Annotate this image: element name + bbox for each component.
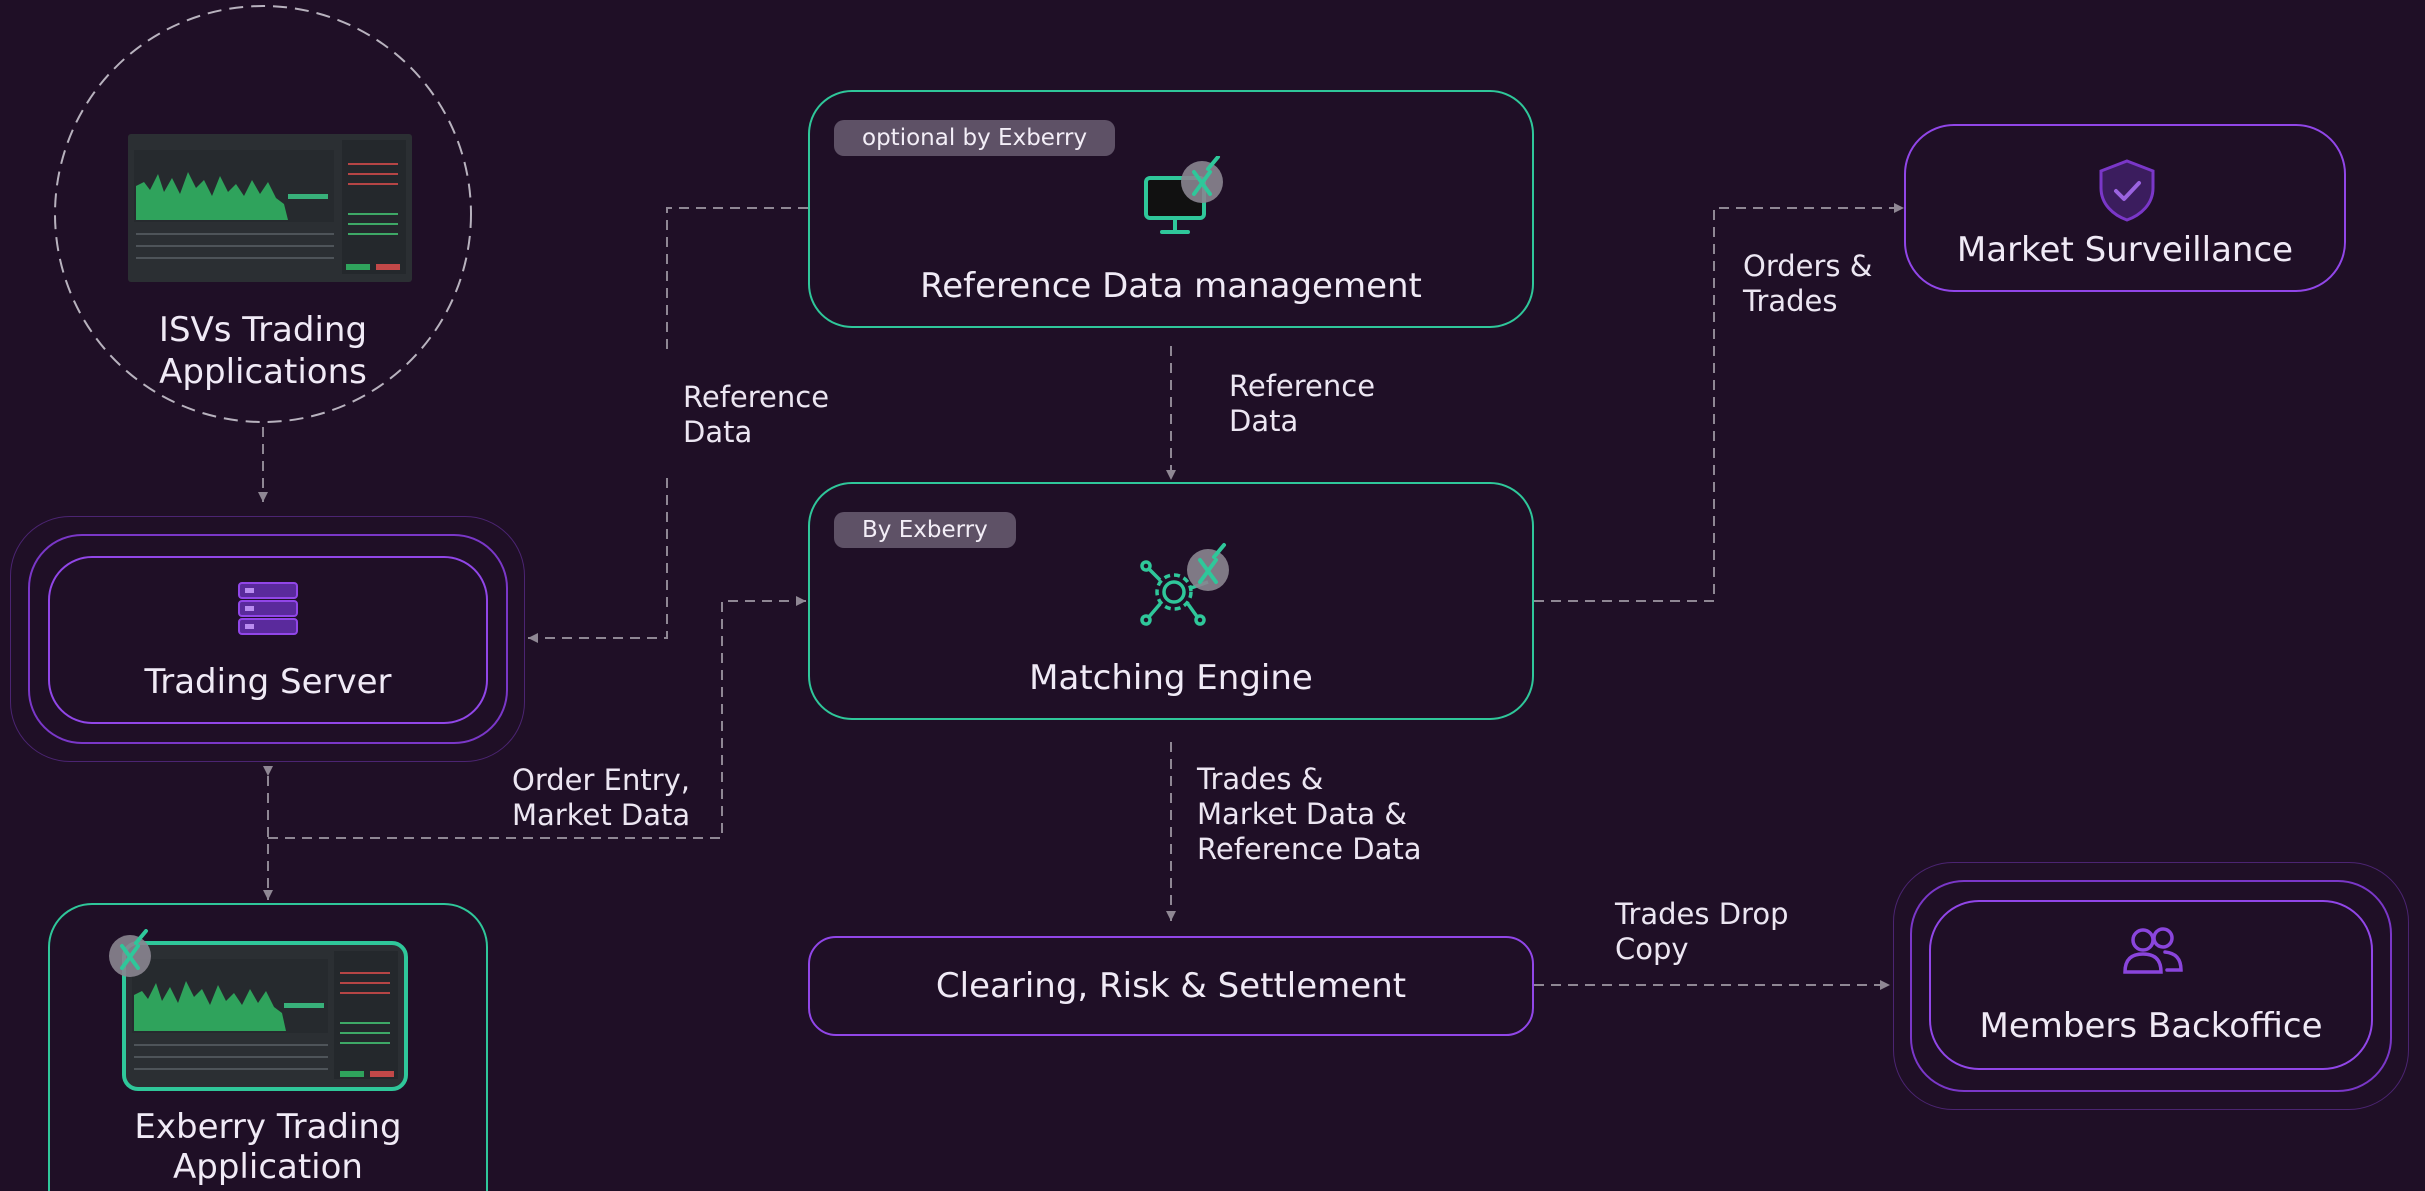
edge-label-clearing-3: Reference Data <box>1197 832 1422 866</box>
users-icon <box>2119 924 2185 978</box>
trading-server-middle-ring <box>28 534 508 744</box>
backoffice-box: Members Backoffice <box>1929 900 2373 1070</box>
edge-label-clearing-1: Trades & <box>1197 762 1324 796</box>
exberry-app-title-line2: Application <box>173 1147 363 1187</box>
network-gear-icon <box>1136 540 1236 640</box>
members-backoffice-title: Members Backoffice <box>1979 1006 2323 1046</box>
monitor-icon <box>1140 155 1230 240</box>
trading-server-box: Trading Server <box>48 556 488 724</box>
matching-engine-title: Matching Engine <box>1029 658 1313 698</box>
clearing-title: Clearing, Risk & Settlement <box>935 966 1407 1006</box>
exberry-trading-app-node: Exberry Trading Application <box>48 903 488 1191</box>
trading-server-title: Trading Server <box>144 662 392 702</box>
edge-label-ref-to-server-2: Data <box>683 415 753 449</box>
backoffice-middle-ring <box>1910 880 2392 1092</box>
trading-app-screenshot-icon <box>128 134 412 282</box>
trading-server-outer-ring <box>10 516 525 762</box>
optional-by-exberry-badge: optional by Exberry <box>834 120 1116 156</box>
server-stack-icon <box>238 582 298 636</box>
edge-label-order-entry-1: Order Entry, <box>512 763 691 797</box>
shield-check-icon <box>2096 158 2158 222</box>
edge-label-order-entry-2: Market Data <box>512 798 691 832</box>
clearing-risk-settlement-node: Clearing, Risk & Settlement <box>808 936 1534 1036</box>
market-surveillance-node: Market Surveillance <box>1904 124 2346 292</box>
matching-engine-node: By Exberry Matching Engine <box>808 482 1534 720</box>
by-exberry-badge: By Exberry <box>834 512 1016 548</box>
trading-app-screenshot-icon <box>122 941 408 1091</box>
reference-data-management-node: optional by Exberry Reference Data manag… <box>808 90 1534 328</box>
backoffice-outer-ring <box>1893 862 2409 1110</box>
edge-label-drop-copy-1: Trades Drop <box>1615 897 1789 931</box>
reference-data-title: Reference Data management <box>920 266 1422 306</box>
edge-label-drop-copy-2: Copy <box>1615 932 1689 966</box>
edge-label-surveillance-1: Orders & <box>1743 249 1873 283</box>
isv-title-line1: ISVs Trading <box>158 310 368 350</box>
edge-label-clearing-2: Market Data & <box>1197 797 1407 831</box>
edge-label-surveillance-2: Trades <box>1743 284 1838 318</box>
edge-label-ref-to-matching-1: Reference <box>1229 369 1376 403</box>
exberry-x-logo-icon <box>108 929 158 979</box>
edge-label-ref-to-matching-2: Data <box>1229 404 1299 438</box>
market-surveillance-title: Market Surveillance <box>1956 230 2294 270</box>
isv-title-line2: Applications <box>159 352 367 392</box>
exberry-app-title-line1: Exberry Trading <box>134 1107 402 1147</box>
edge-label-ref-to-server-1: Reference <box>683 380 830 414</box>
edge-ref-to-server <box>528 207 808 638</box>
